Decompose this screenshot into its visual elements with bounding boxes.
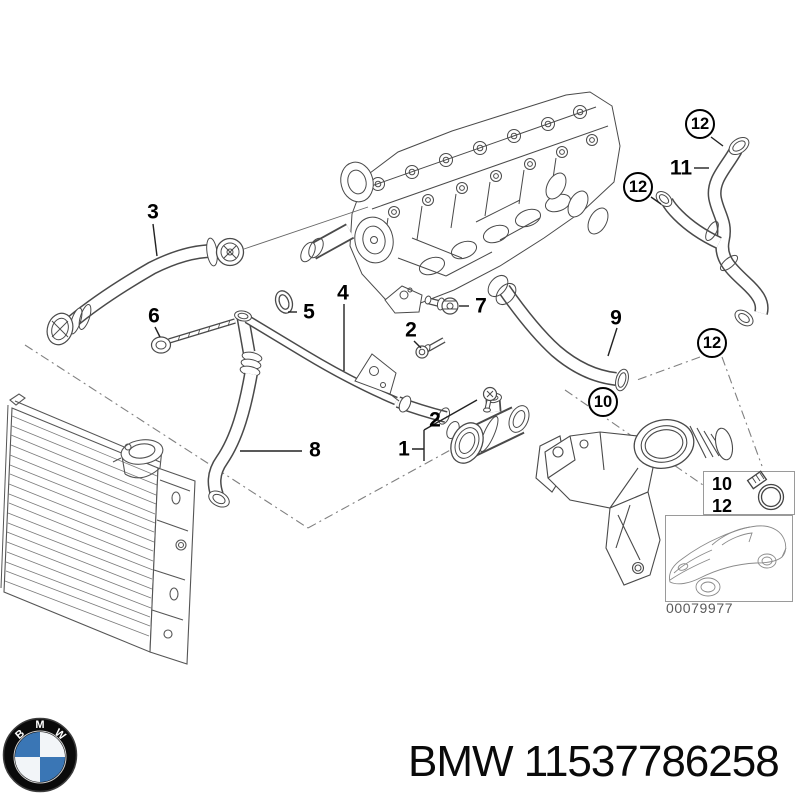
sensor-part7: [424, 295, 459, 315]
logo-quadrant: [40, 732, 65, 757]
callout-9: 9: [610, 306, 622, 330]
callout-leader-lines: [152, 136, 724, 461]
logo-letter-m: M: [35, 719, 44, 731]
pipe4-flange-connection: [395, 395, 451, 425]
callout-11: 11: [669, 156, 693, 180]
logo-quadrant: [15, 732, 40, 757]
hose-part9: [487, 274, 629, 392]
radiator-filler-neck: [112, 439, 164, 479]
callout-12-top: 12: [685, 109, 715, 139]
hose-part11: [655, 136, 769, 327]
water-flange-part1: [446, 392, 530, 464]
engine-outlet-stub: [300, 223, 355, 263]
callout-10: 10: [588, 387, 618, 417]
hose-clamp-icon: [746, 470, 785, 511]
bmw-logo: B M W: [2, 717, 78, 793]
callout-5: 5: [303, 300, 315, 324]
hose-part3: [46, 237, 245, 346]
screw-part2-lower: [482, 386, 498, 413]
callout-12-bottom: 12: [697, 328, 727, 358]
clamp-kit-box: [703, 470, 795, 515]
parts-diagram-svg: [0, 91, 795, 665]
callout-7: 7: [475, 294, 487, 318]
screw-part2-upper: [415, 337, 446, 359]
callout-2-upper: 2: [405, 318, 417, 342]
image-code: 00079977: [666, 600, 734, 616]
bolt-part6: [150, 318, 236, 354]
oring-part5: [274, 290, 294, 314]
callout-1: 1: [398, 437, 410, 461]
logo-quadrant: [40, 757, 65, 782]
engine-drawing: [340, 91, 621, 314]
hose3-alignment-line: [243, 206, 369, 250]
callout-8: 8: [309, 438, 321, 462]
hose-part8: [207, 351, 263, 508]
callout-6: 6: [148, 304, 160, 328]
radiator-drawing: [0, 393, 196, 665]
clamp-box-label-10: 10: [711, 474, 733, 494]
callout-2-lower: 2: [429, 408, 441, 432]
car-outline: [669, 525, 787, 597]
callout-4: 4: [337, 281, 349, 305]
callout-3: 3: [147, 200, 159, 224]
car-thumbnail-box: [665, 515, 793, 602]
part-number-label: BMW 11537786258: [408, 737, 780, 786]
throttle-body-drawing: [535, 419, 734, 586]
callout-12-left: 12: [623, 172, 653, 202]
coolant-pipe-part4: [234, 310, 400, 406]
logo-quadrant: [15, 757, 40, 782]
clamp-box-label-12: 12: [711, 496, 733, 516]
